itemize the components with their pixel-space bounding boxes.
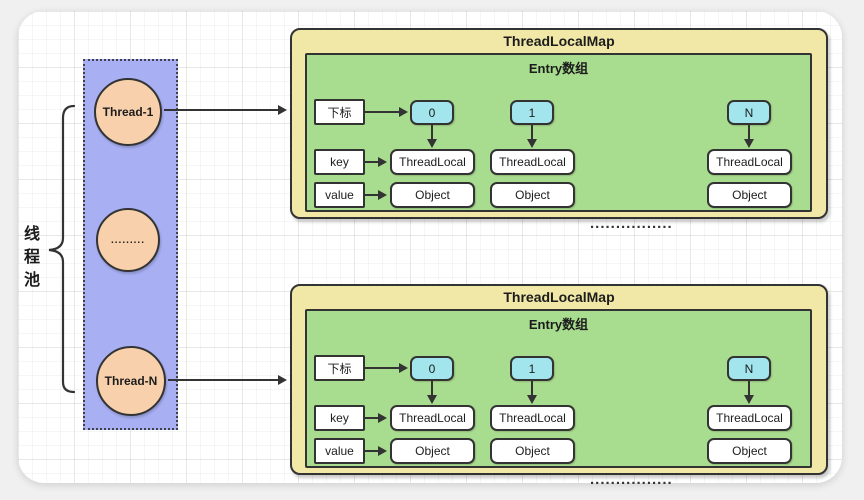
ellipsis-dots: ................ [590,215,673,232]
object-node: Object [390,438,475,464]
arrow-threadn-to-map [168,375,287,385]
index-label-box: 下标 [314,99,365,125]
ellipsis-dots: ................ [590,471,673,488]
arrow-key [365,413,387,423]
arrow-thread1-to-map [164,105,287,115]
arrow-index [365,363,408,373]
threadlocal-node: ThreadLocal [390,405,475,431]
object-node: Object [390,182,475,208]
threadlocal-node: ThreadLocal [390,149,475,175]
key-label-box: key [314,405,365,431]
entry-array-box: Entry数组 下标 key value 0 1 N ThreadLocal T… [305,53,812,231]
arrow-value [365,446,387,456]
arrow-value [365,190,387,200]
index-label-box: 下标 [314,355,365,381]
brace-shape [48,104,76,394]
index-chip-0: 0 [410,356,454,381]
threadlocal-node: ThreadLocal [490,149,575,175]
arrow-down-0 [427,125,437,148]
object-node: Object [707,182,792,208]
index-chip-n: N [727,100,771,125]
threadlocal-node: ThreadLocal [490,405,575,431]
threadlocalmap-box-top: ThreadLocalMap Entry数组 下标 key value 0 1 … [290,28,828,231]
object-node: Object [490,438,575,464]
object-node: Object [490,182,575,208]
thread-pool-label: 线程池 [23,226,40,289]
thread-node-ellipsis: ......... [96,208,160,272]
arrow-down-1 [527,125,537,148]
key-label-box: key [314,149,365,175]
thread-node-1: Thread-1 [94,78,162,146]
entry-array-title: Entry数组 [528,317,589,332]
entry-array-title: Entry数组 [528,61,589,76]
index-chip-1: 1 [510,356,554,381]
arrow-key [365,157,387,167]
value-label-box: value [314,438,365,464]
threadlocal-node: ThreadLocal [707,405,792,431]
arrow-down-n [744,125,754,148]
arrow-down-0 [427,381,437,404]
arrow-down-1 [527,381,537,404]
index-chip-0: 0 [410,100,454,125]
arrow-index [365,107,408,117]
threadlocal-node: ThreadLocal [707,149,792,175]
index-chip-n: N [727,356,771,381]
thread-node-n: Thread-N [96,346,166,416]
entry-array-box: Entry数组 下标 key value 0 1 N ThreadLocal T… [305,309,812,487]
object-node: Object [707,438,792,464]
value-label-box: value [314,182,365,208]
index-chip-1: 1 [510,100,554,125]
map-title: ThreadLocalMap [503,33,615,49]
threadlocalmap-box-bottom: ThreadLocalMap Entry数组 下标 key value 0 1 … [290,284,828,487]
arrow-down-n [744,381,754,404]
map-title: ThreadLocalMap [503,289,615,305]
